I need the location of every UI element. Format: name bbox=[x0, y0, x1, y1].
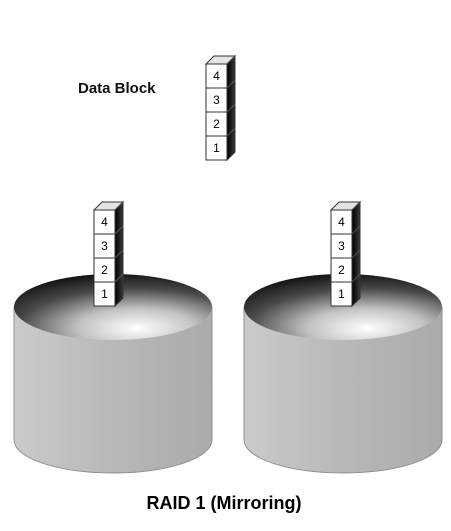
disk-right-block-label-1: 1 bbox=[338, 287, 345, 301]
disk-left-block-1 bbox=[93, 281, 116, 307]
disk-left-side-divider bbox=[114, 225, 124, 235]
disk-right-body bbox=[243, 306, 443, 474]
data-block-block-label-2: 2 bbox=[213, 117, 220, 131]
disk-right-block-label-3: 3 bbox=[338, 239, 345, 253]
data-block-side-divider bbox=[226, 103, 236, 113]
disk-right-side-divider bbox=[351, 249, 361, 259]
disk-left-block-label-2: 2 bbox=[101, 263, 108, 277]
disk-right-block-label-4: 4 bbox=[338, 215, 345, 229]
data-block-side-divider bbox=[226, 79, 236, 89]
disk-left-top bbox=[14, 274, 212, 340]
data-block-block-1 bbox=[205, 135, 228, 161]
data-block-block-label-4: 4 bbox=[213, 69, 220, 83]
disk-left-side-divider bbox=[114, 273, 124, 283]
disk-left-block-label-4: 4 bbox=[101, 215, 108, 229]
data-block-label: Data Block bbox=[78, 80, 156, 97]
disk-right-block-label-2: 2 bbox=[338, 263, 345, 277]
disk-left-side-divider bbox=[114, 201, 124, 211]
disk-right-top bbox=[244, 274, 442, 340]
stack-disk-left: 4 3 2 1 bbox=[92, 200, 125, 308]
data-block-side-divider bbox=[226, 127, 236, 137]
disk-right-block-1 bbox=[330, 281, 353, 307]
disk-right-side-divider bbox=[351, 201, 361, 211]
disk-left-block-label-1: 1 bbox=[101, 287, 108, 301]
disk-left-side-divider bbox=[114, 249, 124, 259]
disk-right-side-divider bbox=[351, 225, 361, 235]
stack-disk-right: 4 3 2 1 bbox=[329, 200, 362, 308]
data-block-side-divider bbox=[226, 55, 236, 65]
disk-left-body bbox=[13, 306, 213, 474]
data-block-block-label-1: 1 bbox=[213, 141, 220, 155]
stack-data-block: 4 3 2 1 bbox=[204, 54, 237, 162]
disk-right bbox=[243, 274, 443, 474]
disk-left bbox=[13, 274, 213, 474]
disk-right-side-divider bbox=[351, 273, 361, 283]
data-block-block-label-3: 3 bbox=[213, 93, 220, 107]
diagram-caption: RAID 1 (Mirroring) bbox=[147, 493, 302, 513]
disk-left-block-label-3: 3 bbox=[101, 239, 108, 253]
